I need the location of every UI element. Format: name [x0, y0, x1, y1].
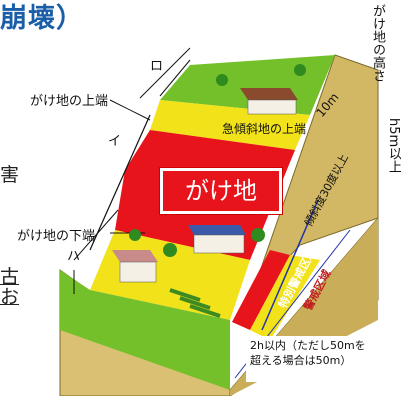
page-title-fragment: 崩壊） — [0, 3, 84, 34]
ro-arrow — [139, 47, 191, 99]
tree — [216, 74, 228, 86]
ground-green-left — [60, 270, 90, 330]
cliff-label-box: がけ地 — [160, 168, 282, 214]
boundary-line — [261, 199, 319, 331]
cut-text-bottom: お — [0, 286, 20, 308]
house-top-roof — [240, 88, 298, 100]
i-dimension-arrow — [89, 114, 151, 251]
label-ha: ハ — [67, 249, 81, 264]
tree — [294, 64, 306, 76]
house-top-wall — [247, 99, 297, 115]
front-red-strip — [232, 250, 290, 330]
house-left-wall — [119, 261, 157, 283]
height-label-col1: がけ地の高さ — [370, 4, 385, 82]
soil-cliff-side — [249, 54, 379, 301]
house-mid-roof — [188, 225, 246, 235]
tree — [129, 229, 141, 241]
label-i: イ — [108, 134, 122, 149]
ha-arrow — [73, 209, 119, 261]
cliff-top-leader — [109, 99, 151, 121]
label-cliff-bottom: がけ地の下端 — [17, 229, 96, 244]
crop-row — [169, 288, 201, 302]
label-cliff-top: がけ地の上端 — [30, 94, 109, 109]
height-label-col2: h5m以上 — [386, 118, 401, 174]
crop-row — [189, 304, 221, 318]
cut-text-mid: 古 — [0, 266, 20, 288]
house-left-roof — [112, 250, 158, 262]
ground-green — [60, 290, 230, 390]
house-mid-wall — [193, 234, 245, 254]
tree — [163, 243, 177, 257]
range-note-line2: 超える場合は50m） — [250, 354, 352, 367]
cut-text-top: 害 — [0, 164, 20, 186]
range-note-line1: 2h以内（ただし50mを — [250, 339, 366, 352]
label-steep-top: 急傾斜地の上端 — [222, 122, 307, 136]
crop-row — [179, 296, 211, 310]
range-note: 2h以内（ただし50mを 超える場合は50m） — [246, 336, 378, 382]
label-ro: ロ — [150, 59, 164, 74]
tree — [251, 228, 265, 242]
